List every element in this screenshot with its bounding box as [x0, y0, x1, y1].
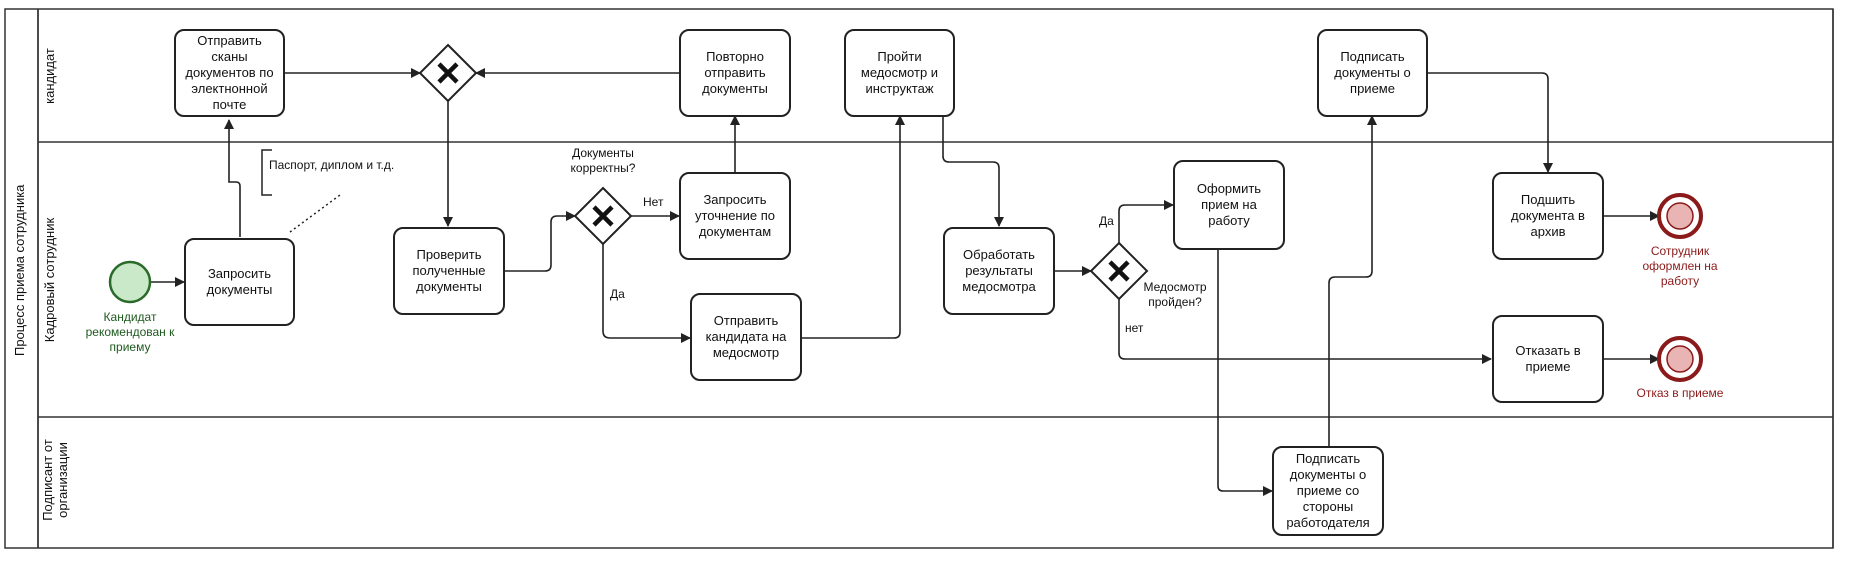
- task-employer-sign[interactable]: Подписать документы о приеме со стороны …: [1272, 446, 1384, 536]
- flow-label-yes-medical: Да: [1099, 214, 1114, 228]
- gateway-docs-ok: [573, 186, 633, 246]
- flow-sign-to-archive: [1428, 72, 1553, 173]
- annotation-text: Паспорт, диплом и т.д.: [269, 158, 395, 172]
- end-event-rejected-label: Отказ в приеме: [1636, 386, 1724, 400]
- end-event-rejected: [1657, 336, 1703, 382]
- gateway-x-icon: [1108, 260, 1130, 282]
- pool-title: Процесс приема сотрудника: [12, 184, 27, 356]
- flow-gateway3-no: [1118, 299, 1492, 364]
- flow-send-to-medical: [802, 115, 905, 339]
- task-request-docs[interactable]: Запросить документы: [184, 238, 295, 326]
- task-check-docs[interactable]: Проверить полученные документы: [393, 227, 505, 315]
- flow-employer-to-sign: [1328, 115, 1377, 446]
- start-event: [108, 260, 152, 304]
- task-resend-docs[interactable]: Повторно отправить документы: [679, 29, 791, 117]
- flow-formalize-to-employer: [1217, 250, 1273, 496]
- gateway-x-icon: [437, 62, 459, 84]
- gateway-medical-label: Медосмотр пройден?: [1143, 280, 1207, 309]
- gateway-medical: [1089, 241, 1149, 301]
- task-send-scans[interactable]: Отправить сканы документов по электнонно…: [174, 29, 285, 117]
- annotation-bracket: [261, 149, 272, 196]
- sequence-flows: [150, 68, 1660, 496]
- task-formalize[interactable]: Оформить прием на работу: [1173, 160, 1285, 250]
- flow-gateway2-yes: [602, 244, 691, 343]
- end-event-hired: [1657, 193, 1703, 239]
- lane-title-hr: Кадровый сотрудник: [42, 217, 57, 343]
- task-reject[interactable]: Отказать в приеме: [1492, 315, 1604, 403]
- flow-label-yes: Да: [610, 287, 625, 301]
- flow-label-no-medical: нет: [1125, 321, 1144, 335]
- task-medical-pass[interactable]: Пройти медосмотр и инструктаж: [844, 29, 955, 117]
- flow-gateway3-yes: [1118, 200, 1174, 243]
- task-process-medical[interactable]: Обработать результаты медосмотра: [943, 227, 1055, 315]
- flow-label-no: Нет: [643, 195, 664, 209]
- task-request-clarification[interactable]: Запросить уточнение по документам: [679, 172, 791, 260]
- annotation-association: [289, 194, 341, 233]
- lane-title-signer: Подписант от организации: [40, 439, 70, 521]
- gateway-x-icon: [592, 205, 614, 227]
- end-event-hired-label: Сотрудник оформлен на работу: [1642, 244, 1718, 288]
- flow-medical-to-process: [942, 116, 1004, 227]
- task-sign-docs[interactable]: Подписать документы о приеме: [1317, 29, 1428, 117]
- lane-title-candidate: кандидат: [42, 48, 57, 104]
- flow-check-to-gateway2: [505, 211, 576, 272]
- gateway-docs-ok-label: Документы корректны?: [570, 146, 636, 175]
- task-send-medical[interactable]: Отправить кандидата на медосмотр: [690, 293, 802, 381]
- flow-request-to-scans: [224, 119, 241, 237]
- start-event-label: Кандидат рекомендован к приему: [85, 310, 175, 354]
- task-archive[interactable]: Подшить документа в архив: [1492, 172, 1604, 260]
- gateway-1: [418, 43, 478, 103]
